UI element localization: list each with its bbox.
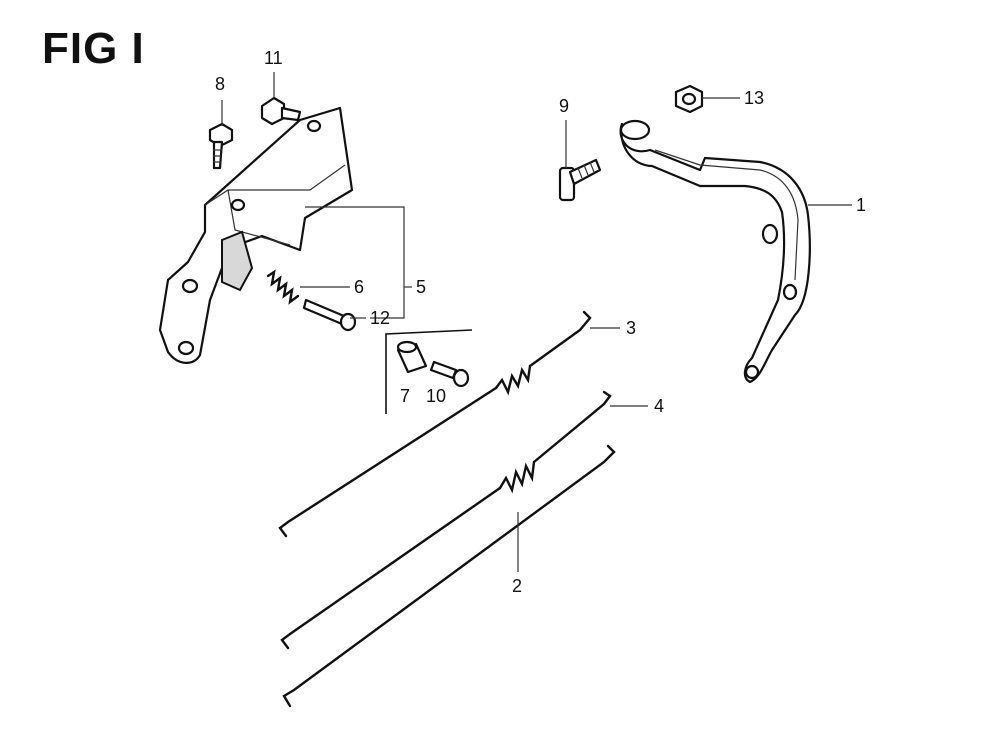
leader-lines (221, 72, 852, 572)
rod-2-part (282, 444, 616, 708)
spring-6-part (266, 269, 300, 305)
nut-part (674, 84, 704, 114)
bolt-8-part (208, 122, 234, 170)
rod-4-part (280, 390, 612, 650)
collar-7-part (396, 340, 428, 374)
callout-9: 9 (559, 96, 569, 116)
callout-12: 12 (370, 308, 390, 328)
callout-1: 1 (856, 195, 866, 215)
callout-11: 11 (264, 48, 283, 68)
figure-title: FIG I (42, 24, 145, 73)
bolt-11-part (260, 96, 302, 126)
callout-10: 10 (426, 386, 446, 406)
callout-7: 7 (400, 386, 410, 406)
governor-spring-rod-3-part (278, 310, 592, 538)
governor-arm-part (619, 119, 811, 384)
control-bracket-part (158, 106, 354, 364)
callout-3: 3 (626, 318, 636, 338)
callout-2: 2 (512, 576, 522, 596)
callout-5: 5 (416, 277, 426, 297)
callout-6: 6 (354, 277, 364, 297)
screw-12-part (302, 298, 357, 332)
subassembly-bracket-line (385, 329, 473, 414)
callout-8: 8 (215, 74, 225, 94)
callout-13: 13 (744, 88, 764, 108)
t-bolt-part (558, 158, 602, 202)
screw-10-part (429, 360, 470, 388)
callout-4: 4 (654, 396, 664, 416)
